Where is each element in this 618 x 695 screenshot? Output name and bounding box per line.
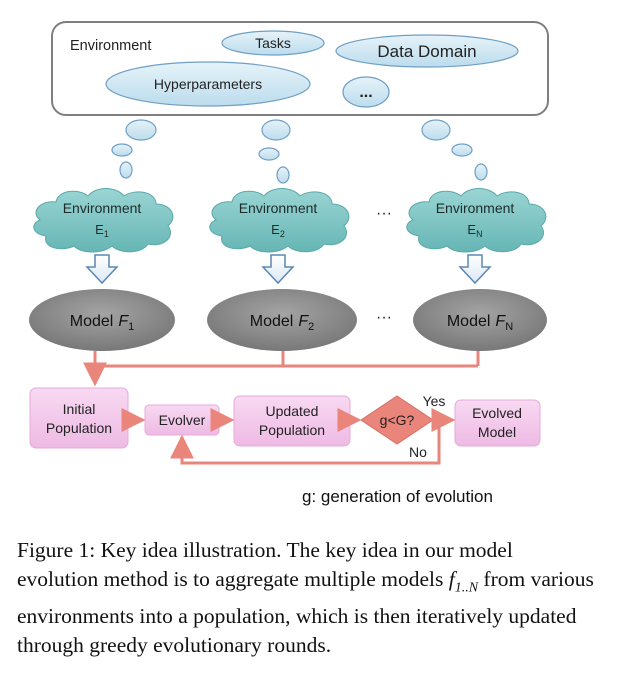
figure-caption: Figure 1: Key idea illustration. The key… [17,536,597,659]
environment-title: Environment [63,200,142,216]
evolved-model-label-2: Model [478,424,516,440]
caption-math: f1..N [448,566,479,595]
caption-sentence-1: Key idea illustration. [100,538,282,562]
environment-clouds: Environment E1 Environment E2 ··· Enviro… [33,188,547,253]
updated-population-label-2: Population [259,422,325,438]
thought-bubble [421,119,451,141]
environment-ellipsis: ··· [376,205,392,222]
initial-population-label-1: Initial [63,401,96,417]
model-n [413,289,547,351]
thought-bubble [261,119,291,141]
environment-box: Environment Tasks Data Domain Hyperparam… [51,21,549,116]
model-ellipsis: ··· [376,309,392,326]
caption-text-1: The key idea in our model evolution meth… [17,538,513,591]
thought-bubbles [111,119,488,184]
data-domain-ellipse [335,34,519,68]
initial-population-label-2: Population [46,420,112,436]
thought-bubble [125,119,157,141]
tasks-label: Tasks [255,35,291,51]
down-arrow-icon [261,254,295,285]
updated-population-label-1: Updated [266,403,319,419]
environment-title: Environment [436,200,515,216]
model-1 [29,289,175,351]
thought-bubble [119,161,133,179]
data-domain-label: Data Domain [377,42,476,61]
thought-bubble [111,143,133,157]
environment-cloud-2: Environment E2 [209,188,350,253]
down-arrow-icon [458,254,492,285]
caption-text-2: from various environments into a populat… [17,566,594,657]
condition-diamond [360,395,434,445]
environment-box-label: Environment [70,38,151,54]
flow-arrows [121,408,456,465]
hyperparameters-label: Hyperparameters [154,76,262,92]
environment-cloud-n: Environment EN [406,188,547,253]
down-arrows [85,254,492,285]
environment-symbol: E2 [271,222,285,239]
model-2 [207,289,357,351]
condition-label: g<G? [380,412,415,428]
tasks-ellipse [221,30,325,56]
environment-cloud-1: Environment E1 [33,188,174,253]
down-arrow-icon [85,254,119,285]
caption-label: Figure 1: [17,538,96,562]
legend-text: g: generation of evolution [302,487,493,506]
model-connectors [83,351,480,387]
environment-symbol: EN [467,222,482,239]
hyperparameters-ellipse [105,61,311,107]
thought-bubble [258,147,280,161]
yes-label: Yes [423,393,446,409]
evolver-label: Evolver [159,412,206,428]
more-label: ... [359,84,372,101]
initial-population-box [29,387,129,449]
evolved-model-label-1: Evolved [472,405,522,421]
more-ellipse [342,76,390,108]
environment-symbol: E1 [95,222,109,239]
environment-title: Environment [239,200,318,216]
thought-bubble [474,163,488,181]
no-label: No [409,444,427,460]
evolution-flow: Initial Population Evolver Updated Popul… [29,387,541,460]
key-idea-diagram: Environment Tasks Data Domain Hyperparam… [29,21,549,506]
thought-bubble [276,166,290,184]
thought-bubble [451,143,473,157]
